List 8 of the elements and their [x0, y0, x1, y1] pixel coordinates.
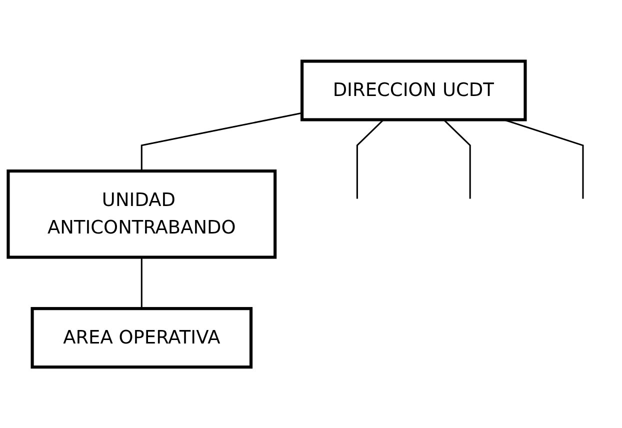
connector	[140, 112, 302, 171]
node-box	[6, 169, 277, 259]
connector	[140, 257, 142, 308]
node-box	[300, 60, 527, 122]
connector	[443, 119, 471, 199]
org-chart: DIRECCION UCDT UNIDAD ANTICONTRABANDO AREA OPERATIVA	[0, 52, 622, 376]
connector	[356, 119, 384, 199]
node-box	[30, 306, 253, 368]
